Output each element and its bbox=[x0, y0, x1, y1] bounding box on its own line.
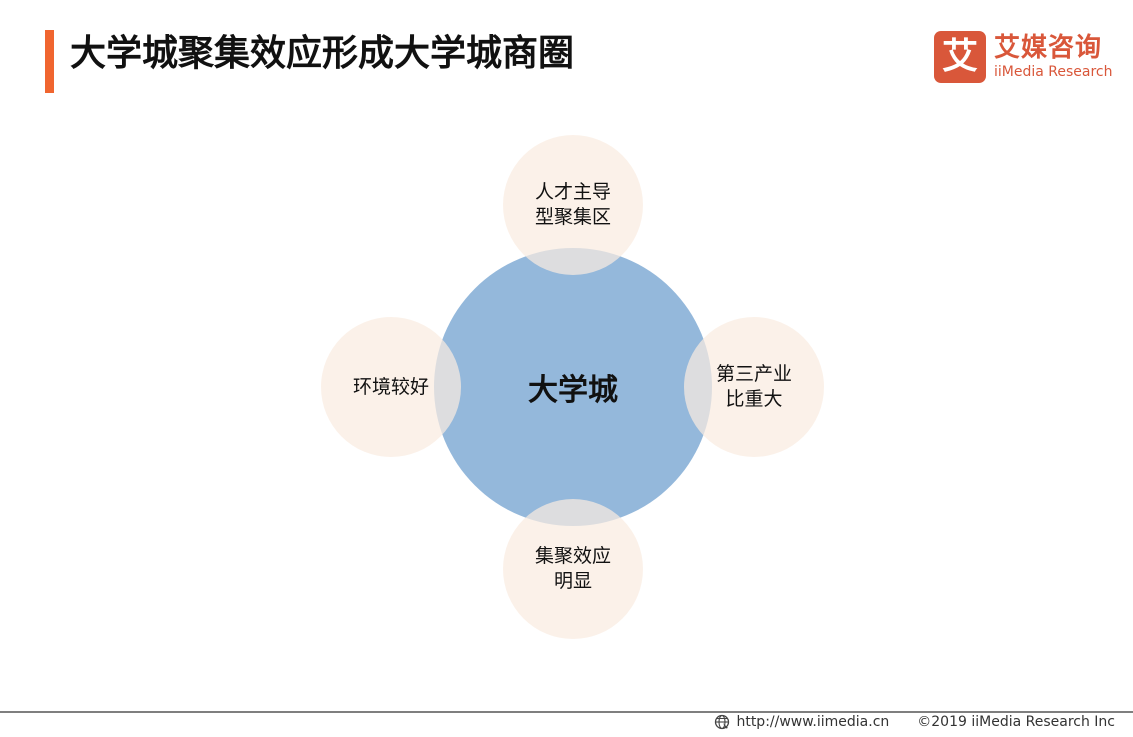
logo-name-en: iiMedia Research bbox=[994, 64, 1113, 80]
satellite-circle-top: 人才主导 型聚集区 bbox=[503, 135, 643, 275]
satellite-label: 人才主导 型聚集区 bbox=[534, 181, 611, 228]
center-label: 大学城 bbox=[528, 373, 618, 408]
logo: 艾 艾媒咨询 iiMedia Research bbox=[934, 31, 1113, 83]
center-circle: 大学城 bbox=[434, 248, 712, 526]
footer-divider bbox=[0, 711, 1133, 713]
satellite-label: 环境较好 bbox=[352, 375, 429, 398]
satellite-circle-left: 环境较好 bbox=[321, 317, 461, 457]
satellite-circle-bottom: 集聚效应 明显 bbox=[503, 499, 643, 639]
logo-name-cn: 艾媒咨询 bbox=[994, 33, 1103, 63]
satellite-label: 集聚效应 明显 bbox=[534, 545, 611, 592]
satellite-label: 第三产业 比重大 bbox=[715, 363, 792, 410]
footer-copyright: ©2019 iiMedia Research Inc bbox=[917, 714, 1115, 730]
title-accent-bar bbox=[45, 30, 54, 93]
globe-icon bbox=[715, 714, 730, 730]
satellite-circle-right: 第三产业 比重大 bbox=[684, 317, 824, 457]
page-title: 大学城聚集效应形成大学城商圈 bbox=[70, 33, 575, 74]
footer-url[interactable]: http://www.iimedia.cn bbox=[736, 714, 890, 730]
footer: http://www.iimedia.cn ©2019 iiMedia Rese… bbox=[714, 714, 1115, 730]
logo-icon: 艾 bbox=[934, 31, 986, 83]
